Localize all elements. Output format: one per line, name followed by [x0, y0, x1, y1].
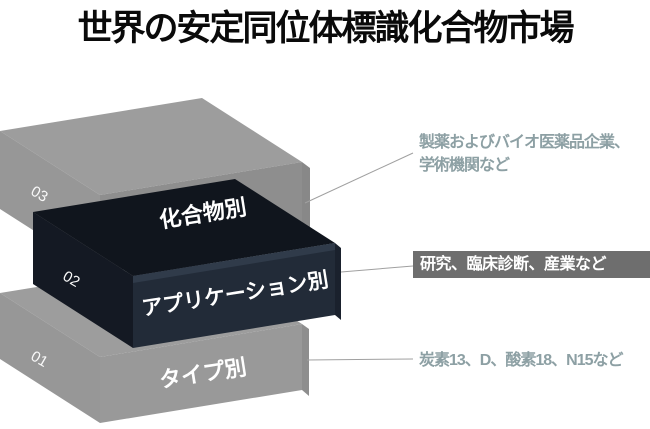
annotation-compound-line-1: 製薬およびバイオ医薬品企業、	[419, 134, 630, 151]
layer-03-number: 03	[28, 183, 51, 206]
leader-line-type	[306, 358, 414, 361]
layer-02-number: 02	[60, 268, 83, 291]
layer-02-top-face	[33, 179, 335, 276]
layer-02-front-bevel	[133, 243, 335, 283]
layer-02-left-face	[33, 212, 133, 348]
layer-03-top-face	[0, 98, 302, 195]
layer-01-right-face	[302, 324, 309, 396]
leader-line-application	[340, 265, 414, 273]
layer-02-right-face	[335, 243, 341, 320]
layer-01-left-face	[0, 293, 100, 423]
leader-line-compound	[304, 152, 414, 204]
annotation-compound-line-2: 学術機関など	[419, 157, 510, 174]
layer-01-front-face	[100, 324, 302, 423]
page-title: 世界の安定同位体標識化合物市場	[77, 9, 574, 48]
annotation-type: 炭素13、D、酸素18、N15など	[419, 352, 624, 369]
annotation-application-text: 研究、臨床診断、産業など	[420, 256, 607, 273]
layer-01-number: 01	[28, 348, 51, 371]
layer-box-02: 02 化合物別 アプリケーション別	[33, 179, 341, 348]
annotation-compound: 製薬およびバイオ医薬品企業、 学術機関など	[419, 131, 630, 177]
annotation-application-highlight-bar: 研究、臨床診断、産業など	[413, 251, 650, 278]
